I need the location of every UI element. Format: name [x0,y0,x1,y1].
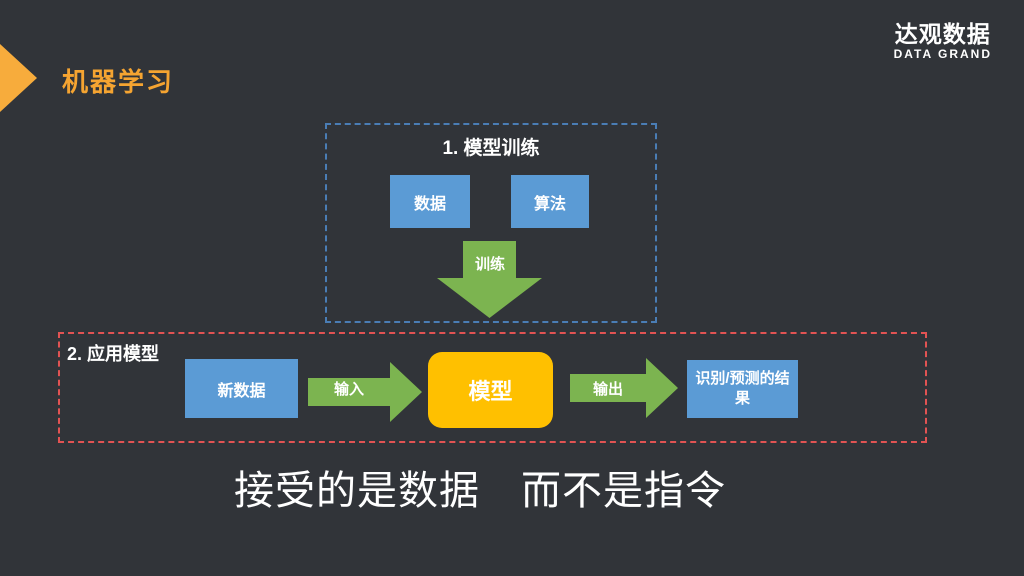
brand-logo: 达观数据 DATA GRAND [894,22,992,61]
new-data-box: 新数据 [185,359,298,418]
apply-section-panel [58,332,927,443]
data-box: 数据 [390,175,470,228]
caption-text: 接受的是数据 而不是指令 [234,469,726,513]
apply-section-heading: 2. 应用模型 [67,344,160,364]
train-arrow-label: 训练 [474,256,505,273]
training-section-panel [325,123,657,323]
brand-logo-en: DATA GRAND [893,47,992,62]
result-box: 识别/预测的结果 [687,360,798,418]
input-arrow-label: 输入 [333,381,364,398]
training-section-heading: 1. 模型训练 [442,138,540,159]
brand-logo-cn: 达观数据 [894,21,991,47]
arrow-right-input-icon [308,362,422,422]
model-box: 模型 [428,352,553,428]
output-arrow-label: 输出 [592,381,623,398]
algorithm-box: 算法 [511,175,589,228]
page-title: 机器学习 [62,67,175,97]
arrow-right-output-icon [570,358,678,418]
arrow-down-icon [437,241,542,318]
title-marker-icon [0,44,37,112]
